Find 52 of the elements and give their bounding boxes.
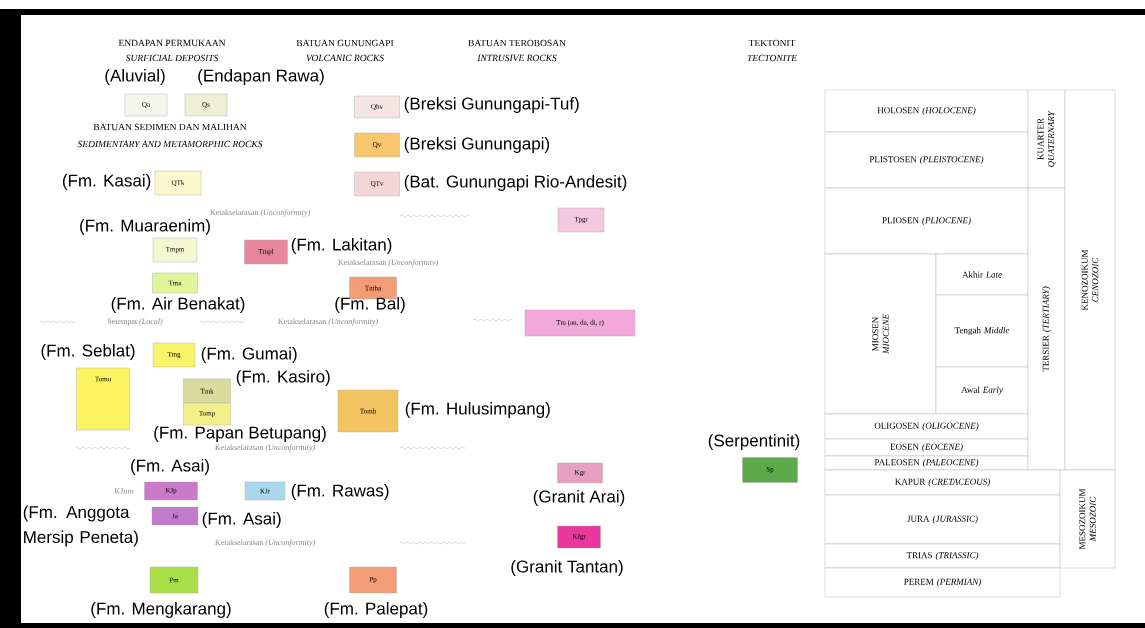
time-scale-cell: TRIAS (TRIASSIC) [824, 543, 1061, 569]
time-scale-cell: Awal Early [935, 366, 1029, 415]
contact-note: Setempat (Local) [107, 318, 163, 326]
time-scale-cell: KAPUR (CRETACEOUS) [824, 469, 1061, 496]
unit-label: (Granit Tantan) [511, 560, 623, 576]
column-heading: TECTONITE [747, 54, 797, 62]
unit-label: (Breksi Gunungapi) [404, 137, 550, 153]
column-heading: VOLCANIC ROCKS [306, 54, 384, 62]
unit-label: (Fm. Mengkarang) [91, 602, 231, 618]
column-heading: TEKTONIT [748, 39, 796, 47]
unit-label: (Fm. Hulusimpang) [405, 402, 550, 418]
time-scale-cell: OLIGOSEN (OLIGOCENE) [824, 413, 1029, 440]
column-heading: SURFICIAL DEPOSITS [125, 54, 219, 62]
unit-label: (Serpentinit) [708, 434, 800, 450]
column-heading: ENDAPAN PERMUKAAN [118, 39, 226, 47]
time-scale-cell: EOSEN (EOCENE) [824, 438, 1029, 457]
column-heading: BATUAN TEROBOSAN [468, 39, 566, 47]
unit-label: (Fm. Kasiro) [236, 370, 330, 386]
time-scale-cell: Akhir Late [935, 253, 1029, 296]
unit-label: (Fm. Anggota Mersip Peneta) [23, 505, 138, 547]
unit-label: (Breksi Gunungapi-Tuf) [404, 97, 579, 113]
column-heading: INTRUSIVE ROCKS [477, 54, 557, 62]
unit-label: (Fm. Rawas) [291, 484, 389, 500]
unit-label: (Fm. Asai) [131, 459, 209, 475]
contact-note: Ketakselarasan (Unconformity) [210, 209, 310, 217]
time-scale-cell: MESOZOIKUM MESOZOIC [1059, 469, 1116, 569]
unit-label: (Fm. Papan Betupang) [154, 426, 326, 442]
unit-label: (Fm. Palepat) [324, 602, 428, 618]
column-heading: BATUAN SEDIMEN DAN MALIHAN [93, 123, 247, 131]
time-scale-cell: Tengah Middle [935, 294, 1029, 368]
unit-label: (Fm. Lakitan) [291, 238, 392, 254]
contact-note: Ketakselarasan (Unconformity) [215, 539, 315, 547]
unit-label: (Fm. Air Benakat) [111, 297, 245, 313]
unit-label: (Fm. Seblat) [41, 344, 135, 360]
contact-note: Ketakselarasan (Unconformity) [278, 318, 378, 326]
time-scale-cell: PALEOSEN (PALEOCENE) [824, 455, 1029, 471]
unit-label: (Endapan Rawa) [198, 69, 324, 85]
unit-label: (Granit Arai) [533, 490, 625, 506]
unit-label: (Bat. Gunungapi Rio-Andesit) [404, 175, 627, 191]
contact-note: KJum [114, 488, 134, 494]
unit-label: (Fm. Muaraenim) [80, 219, 210, 235]
unit-label: (Fm. Kasai) [62, 174, 151, 190]
time-scale-cell: PEREM (PERMIAN) [824, 567, 1061, 598]
time-scale-cell: KUARTER QUATERNARY [1027, 89, 1066, 189]
unit-label: (Aluvial) [105, 69, 165, 85]
unit-label: (Fm. Bal) [335, 297, 405, 313]
unit-label: (Fm. Asai) [202, 512, 281, 528]
column-heading: BATUAN GUNUNGAPI [296, 39, 394, 47]
unit-label: (Fm. Gumai) [201, 347, 297, 363]
contact-note: Ketakselarasan (Unconformity) [338, 259, 438, 267]
column-heading: SEDIMENTARY AND METAMORPHIC ROCKS [77, 140, 263, 148]
contact-note: Ketakselarasan (Unconformity) [215, 444, 315, 452]
